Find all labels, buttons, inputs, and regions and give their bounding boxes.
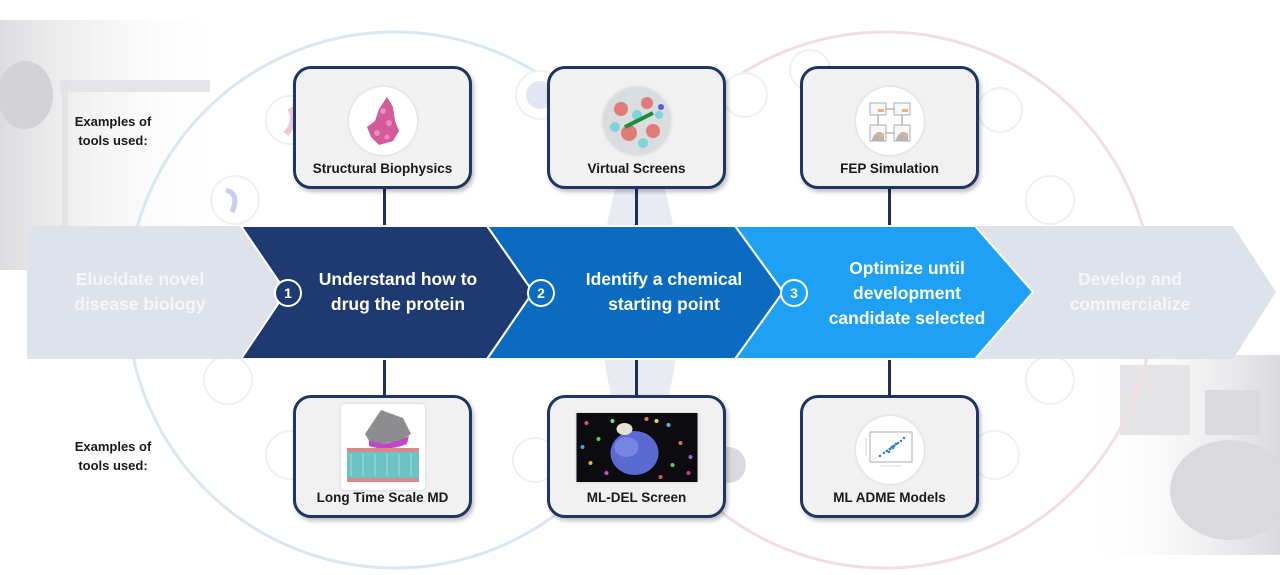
del-library-icon xyxy=(576,413,697,482)
tool-name-ml-adme-models: ML ADME Models xyxy=(833,490,946,505)
examples-label-bottom-line2: tools used: xyxy=(78,458,148,473)
stage-1-line1: Understand how to xyxy=(318,269,478,289)
stage-4-line2: commercialize xyxy=(1069,294,1191,314)
stage-2-line1: Identify a chemical xyxy=(585,269,743,289)
tool-card-ml-adme-models[interactable]: ML ADME Models xyxy=(800,395,979,518)
stage-1-line2: drug the protein xyxy=(330,294,466,314)
examples-label-top-line2: tools used: xyxy=(78,133,148,148)
examples-label-bottom: Examples of tools used: xyxy=(60,437,166,475)
tool-name-long-time-scale-md: Long Time Scale MD xyxy=(316,490,449,505)
fep-cycle-icon xyxy=(855,87,924,155)
examples-label-top: Examples of tools used: xyxy=(60,112,166,150)
stage-0-label: Elucidate novel disease biology xyxy=(40,266,240,318)
tool-card-fep-simulation[interactable]: FEP Simulation xyxy=(800,66,979,189)
step-badge-3: 3 xyxy=(780,279,808,307)
stage-3-label: Optimize until development candidate sel… xyxy=(812,254,1002,332)
examples-label-bottom-line1: Examples of xyxy=(74,439,152,454)
tool-name-virtual-screens: Virtual Screens xyxy=(587,161,686,176)
tool-name-structural-biophysics: Structural Biophysics xyxy=(312,161,453,176)
tool-card-ml-del-screen[interactable]: ML-DEL Screen xyxy=(547,395,726,518)
stage-0-line1: Elucidate novel xyxy=(75,269,205,289)
stage-1-label: Understand how to drug the protein xyxy=(303,266,493,318)
stage-2-label: Identify a chemical starting point xyxy=(562,266,766,318)
stage-2-line2: starting point xyxy=(608,294,720,314)
tool-card-long-time-scale-md[interactable]: Long Time Scale MD xyxy=(293,395,472,518)
tool-name-ml-del-screen: ML-DEL Screen xyxy=(586,490,687,505)
examples-label-top-line1: Examples of xyxy=(74,114,152,129)
stage-3-line1: Optimize until xyxy=(849,257,965,278)
stage-0-line2: disease biology xyxy=(74,294,206,314)
stage-4-chevron[interactable] xyxy=(975,226,1276,359)
stage-3-line3: candidate selected xyxy=(828,307,986,328)
tool-card-virtual-screens[interactable]: Virtual Screens xyxy=(547,66,726,189)
tool-card-structural-biophysics[interactable]: Structural Biophysics xyxy=(293,66,472,189)
step-badge-1: 1 xyxy=(274,279,302,307)
docking-surface-icon xyxy=(602,87,671,155)
stage-4-label: Develop and commercialize xyxy=(1040,266,1220,318)
protein-structure-icon xyxy=(348,87,417,155)
tool-name-fep-simulation: FEP Simulation xyxy=(840,161,939,176)
step-badge-2: 2 xyxy=(527,279,555,307)
stage-4-line1: Develop and xyxy=(1077,269,1183,289)
scatter-plot-icon xyxy=(855,416,924,484)
membrane-protein-icon xyxy=(340,404,425,490)
stage-3-line2: development xyxy=(853,282,961,303)
stage-0-chevron[interactable] xyxy=(27,226,286,359)
